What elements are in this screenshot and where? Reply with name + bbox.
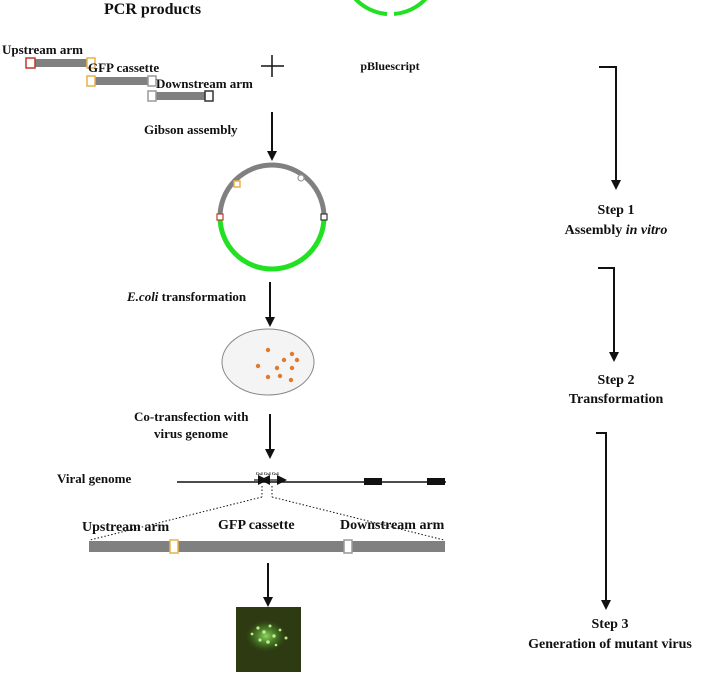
- construct-gfp-label: GFP cassette: [218, 518, 295, 533]
- viral-genome: Gs4 Gs4 Gs4: [177, 471, 446, 485]
- construct-bar: [89, 541, 445, 552]
- cotransfection-line2: virus genome: [154, 426, 228, 441]
- gfp-cells: [250, 624, 288, 647]
- construct-gfp-start-box: [169, 539, 179, 554]
- plasmid-insert-arc: [217, 162, 327, 218]
- step1-arrow: [599, 66, 621, 190]
- step1-bracket: [599, 66, 621, 190]
- downstream-arm-label: Downstream arm: [156, 76, 253, 91]
- gfp-cell: [258, 638, 262, 642]
- step3-arrow: [596, 432, 611, 610]
- plasmid-gfp-junction: [233, 180, 241, 188]
- colony: [277, 373, 283, 379]
- colony: [289, 351, 295, 357]
- gfp-cell: [266, 640, 270, 644]
- plasmid-upstream-junction: [216, 213, 224, 221]
- colonies: [255, 347, 300, 383]
- colony: [294, 357, 300, 363]
- viral-gene-block: [427, 478, 445, 485]
- colony: [288, 377, 294, 383]
- plus-icon: [261, 55, 284, 77]
- step3-bracket: [596, 432, 611, 610]
- cotransfection-line1: Co-transfection with: [134, 409, 249, 424]
- petri-dish: [221, 328, 315, 396]
- pcr-products-title: PCR products: [104, 1, 201, 18]
- step2-bracket: [598, 267, 619, 362]
- colony: [265, 347, 271, 353]
- gfp-cell: [268, 624, 272, 628]
- plasmid-vector-arc: [217, 216, 327, 272]
- viral-gene-block: [364, 478, 382, 485]
- gfp-left-box: [86, 75, 96, 87]
- upstream-arm-bar: [30, 59, 92, 67]
- gfp-cassette-fragment: [86, 75, 157, 87]
- zoom-line: [89, 496, 263, 541]
- gfp-cell: [284, 636, 288, 640]
- plasmid-downstream-junction: [320, 213, 328, 221]
- step3-desc: Generation of mutant virus: [528, 637, 692, 652]
- construct-gfp-end-box: [343, 539, 353, 554]
- step1-desc: Assembly in vitro: [565, 223, 668, 238]
- gfp-cell: [256, 626, 260, 630]
- primer-label: Gs4: [256, 471, 263, 476]
- petri-dish-plate: [221, 328, 315, 396]
- step1-desc-italic: in vitro: [626, 223, 668, 238]
- upstream-arm-fragment: [25, 57, 96, 69]
- plasmid-gfp-end-junction: [297, 174, 305, 182]
- gfp-cell: [272, 634, 276, 638]
- recombinant-construct: [89, 539, 445, 554]
- pbluescript-label: pBluescript: [360, 59, 419, 73]
- colony: [274, 365, 280, 371]
- upstream-overlap-box: [86, 57, 96, 69]
- construct-downstream-label: Downstream arm: [340, 518, 445, 533]
- step3-title: Step 3: [592, 617, 629, 632]
- construct-upstream-label: Upstream arm: [82, 520, 170, 535]
- downstream-arm-fragment: [147, 90, 214, 102]
- gfp-cassette-label: GFP cassette: [88, 60, 159, 75]
- zoom-line: [271, 496, 445, 541]
- viral-genome-label: Viral genome: [57, 471, 131, 486]
- colony: [255, 363, 261, 369]
- gfp-cell: [250, 632, 254, 636]
- ecoli-italic: E.coli: [126, 289, 159, 304]
- fluorescence-micrograph: [236, 607, 301, 672]
- colony: [265, 374, 271, 380]
- colony: [289, 365, 295, 371]
- step2-desc: Transformation: [569, 392, 664, 407]
- colony: [281, 357, 287, 363]
- pbluescript-plasmid: [353, 0, 428, 16]
- step2-title: Step 2: [598, 373, 635, 388]
- gfp-cassette-bar: [90, 77, 154, 85]
- downstream-left-box: [147, 90, 157, 102]
- ecoli-label: E.coli transformation: [126, 289, 247, 304]
- step1-desc-plain: Assembly: [565, 223, 626, 238]
- step2-arrow: [598, 267, 619, 362]
- step1-title: Step 1: [598, 203, 635, 218]
- gfp-cell: [262, 630, 266, 634]
- upstream-arm-label: Upstream arm: [2, 42, 83, 57]
- downstream-right-box: [204, 90, 214, 102]
- gfp-cell: [274, 643, 278, 647]
- gfp-right-box: [147, 75, 157, 87]
- upstream-end-box: [25, 57, 36, 69]
- downstream-arm-bar: [150, 92, 212, 100]
- pbluescript-ring: [353, 0, 428, 16]
- gfp-plaque: [244, 619, 288, 653]
- primer-label: Gs4: [272, 471, 279, 476]
- ecoli-rest: transformation: [158, 289, 247, 304]
- primer-label: Gs4: [264, 471, 271, 476]
- zoom-lines: [89, 486, 445, 541]
- assembled-plasmid: [216, 162, 328, 272]
- gfp-cell: [278, 628, 282, 632]
- gibson-label: Gibson assembly: [144, 122, 238, 137]
